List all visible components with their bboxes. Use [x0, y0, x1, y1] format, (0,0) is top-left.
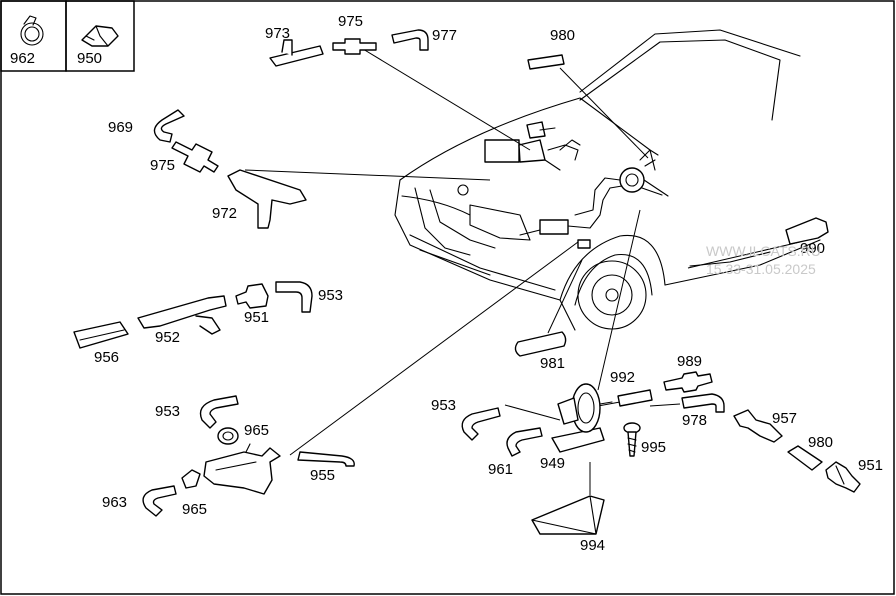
legend-label-950: 950 [77, 50, 102, 67]
part-957-connector[interactable]: 957 [733, 409, 797, 443]
part-980-hose-top[interactable]: 980 [527, 27, 575, 70]
part-961-elbow-hose[interactable]: 961 [488, 427, 543, 478]
car-outline [394, 29, 821, 331]
part-953-elbow-hose[interactable]: 953 [275, 281, 343, 313]
label-980-bottom: 980 [808, 434, 833, 451]
part-951-check-valve[interactable]: 951 [235, 283, 269, 326]
label-953-right: 953 [431, 397, 456, 414]
legend-box-950[interactable]: 950 [65, 0, 135, 72]
label-951-left: 951 [244, 309, 269, 326]
part-975-connector[interactable]: 975 [332, 13, 377, 55]
label-981: 981 [540, 355, 565, 372]
part-vacuum-switch-valve[interactable] [203, 443, 281, 495]
part-972-tee-fitting[interactable]: 972 [212, 169, 307, 229]
label-952: 952 [155, 329, 180, 346]
label-951-right: 951 [858, 457, 883, 474]
part-969-hose[interactable]: 969 [108, 109, 185, 143]
part-956-sleeve[interactable]: 956 [73, 321, 129, 366]
label-977: 977 [432, 27, 457, 44]
engine-bay-components [484, 121, 669, 249]
label-994: 994 [580, 537, 605, 554]
part-953-elbow-hose-lower[interactable]: 953 [155, 395, 239, 429]
part-951-check-valve-right[interactable]: 951 [825, 457, 883, 493]
part-949-vacuum-unit[interactable]: 949 [540, 383, 613, 472]
part-992-hose[interactable]: 992 [610, 369, 653, 407]
label-973: 973 [265, 25, 290, 42]
label-969: 969 [108, 119, 133, 136]
clip-icon [81, 25, 119, 47]
part-990-connector[interactable]: 990 [689, 217, 829, 267]
part-980-hose-bottom[interactable]: 980 [787, 434, 833, 471]
part-973-tee-connector[interactable]: 973 [265, 25, 324, 67]
part-975-connector-left[interactable]: 975 [150, 141, 219, 174]
label-961: 961 [488, 461, 513, 478]
label-953-mid: 953 [318, 287, 343, 304]
part-981-hose[interactable]: 981 [514, 331, 567, 372]
part-978-elbow-hose[interactable]: 978 [681, 393, 725, 429]
part-989-connector[interactable]: 989 [663, 353, 713, 393]
label-989: 989 [677, 353, 702, 370]
label-956: 956 [94, 349, 119, 366]
leader-lines [244, 45, 801, 495]
watermark-line1: WWW.ILCATS.RU [706, 243, 821, 259]
part-994-mounting-bracket[interactable]: 994 [531, 495, 605, 554]
label-980-top: 980 [550, 27, 575, 44]
label-995: 995 [641, 439, 666, 456]
label-957: 957 [772, 410, 797, 427]
part-995-screw[interactable]: 995 [623, 422, 666, 457]
label-978: 978 [682, 412, 707, 429]
watermark-line2: 15.33-31.05.2025 [706, 261, 816, 277]
label-992: 992 [610, 369, 635, 386]
label-963: 963 [102, 494, 127, 511]
label-975-left: 975 [150, 157, 175, 174]
legend-label-962: 962 [10, 50, 35, 67]
part-953-elbow-hose-right[interactable]: 953 [431, 397, 501, 441]
label-965-top: 965 [244, 422, 269, 439]
label-975-top: 975 [338, 13, 363, 30]
part-955-hose[interactable]: 955 [297, 451, 355, 484]
label-972: 972 [212, 205, 237, 222]
label-965-lower: 965 [182, 501, 207, 518]
part-977-elbow-hose[interactable]: 977 [391, 27, 457, 51]
label-949: 949 [540, 455, 565, 472]
part-952-hose-assembly[interactable]: 952 [137, 295, 227, 346]
label-955: 955 [310, 467, 335, 484]
hose-clamp-icon [20, 15, 44, 46]
label-953-lower: 953 [155, 403, 180, 420]
watermark: WWW.ILCATS.RU 15.33-31.05.2025 [706, 243, 821, 277]
part-963-elbow-hose[interactable]: 963 [102, 485, 177, 517]
legend-box-962[interactable]: 962 [0, 0, 67, 72]
label-990: 990 [800, 240, 825, 257]
part-965-clamp-lower[interactable]: 965 [181, 469, 207, 518]
part-965-clamp[interactable]: 965 [217, 422, 269, 445]
